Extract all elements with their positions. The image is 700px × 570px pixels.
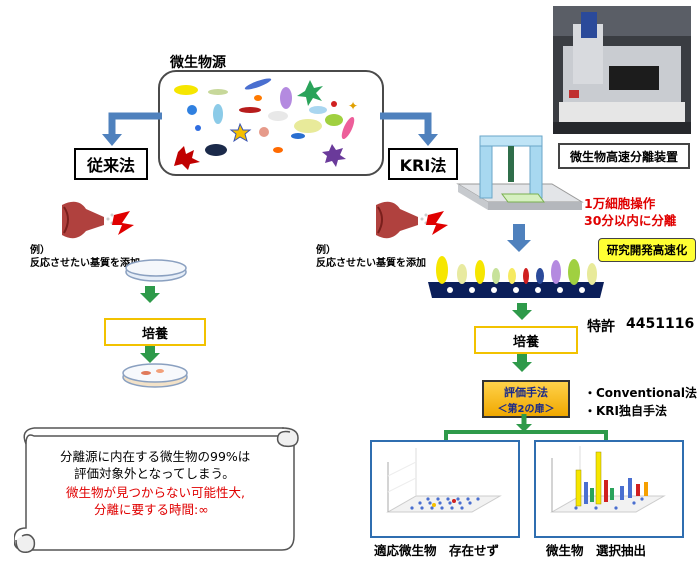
branch-arrow-right (380, 112, 438, 146)
method-kri-original: ・KRI独自手法 (584, 404, 668, 418)
conventional-method-label: 従来法 (86, 156, 135, 175)
svg-text:✦: ✦ (348, 99, 358, 113)
patent-label: 特許 (587, 319, 615, 335)
scroll-frame (14, 427, 299, 553)
scroll-line-2: 評価対象外となってしまう。 (74, 466, 235, 481)
result-chart-2-panel (534, 440, 684, 538)
device-photo (553, 6, 691, 134)
device-label: 微生物高速分離装置 (569, 149, 678, 164)
branch-arrow-left (102, 112, 162, 146)
evaluation-method-title: 評価手法 (504, 385, 548, 399)
left-step-arrowhead-2 (140, 353, 160, 363)
source-title: 微生物源 (170, 55, 226, 71)
scroll-line-4-warning: 分離に要する時間:∞ (94, 502, 209, 517)
scroll-line-1: 分離源に内在する微生物の99%は (60, 449, 251, 464)
result-chart-1-panel (370, 440, 520, 538)
right-culture-label: 培養 (512, 334, 539, 350)
left-step-arrow-1 (145, 286, 155, 293)
right-step-arrow-2 (517, 354, 527, 362)
right-step-arrow-1 (517, 303, 527, 310)
evaluation-method-subtitle: ＜第2の扉＞ (497, 403, 555, 415)
result-chart-2 (550, 446, 666, 513)
kri-method-label: KRI法 (399, 156, 447, 175)
scroll-line-3-warning: 微生物が見つからない可能性大, (66, 485, 245, 500)
left-example-label: 例） (30, 245, 50, 256)
chart-2-caption: 微生物 選択抽出 (546, 543, 647, 558)
ops-time-label: 30分以内に分離 (584, 213, 677, 228)
device-down-arrow (513, 224, 525, 240)
right-example-label: 例） (316, 245, 336, 256)
chart-1-caption: 適応微生物 存在せず (374, 543, 500, 558)
microbe-shapes: ✦ (174, 78, 358, 170)
spray-icon-right (376, 201, 448, 239)
right-example-text: 反応させたい基質を添加 (316, 258, 426, 269)
petri-dish-empty (125, 259, 187, 282)
patent-number: 4451116 (626, 316, 695, 332)
right-step-arrowhead-2 (512, 362, 532, 372)
evaluation-method-box: 評価手法 ＜第2の扉＞ (482, 380, 570, 418)
left-example-text: 反応させたい基質を添加 (30, 258, 140, 269)
result-chart-1 (386, 448, 502, 513)
kri-method-box: KRI法 (388, 148, 458, 180)
conventional-method-box: 従来法 (74, 148, 148, 180)
device-label-box: 微生物高速分離装置 (558, 143, 690, 169)
well-plate-strip (428, 256, 604, 298)
left-step-arrowhead-1 (140, 293, 160, 303)
right-step-arrowhead-1 (512, 310, 532, 320)
device-illustration (456, 135, 584, 210)
method-conventional: ・Conventional法 (584, 386, 697, 400)
evaluation-branch-lines (444, 414, 608, 440)
petri-dish-cultured (122, 363, 188, 388)
right-culture-box: 培養 (474, 326, 578, 354)
left-step-arrow-2 (145, 346, 155, 353)
speedup-label: 研究開発高速化 (606, 243, 688, 257)
left-culture-box: 培養 (104, 318, 206, 346)
left-culture-label: 培養 (141, 326, 168, 342)
speedup-badge: 研究開発高速化 (598, 238, 696, 262)
spray-icon (62, 201, 134, 239)
ops-count-label: 1万細胞操作 (584, 196, 656, 211)
device-down-arrowhead (507, 240, 531, 252)
